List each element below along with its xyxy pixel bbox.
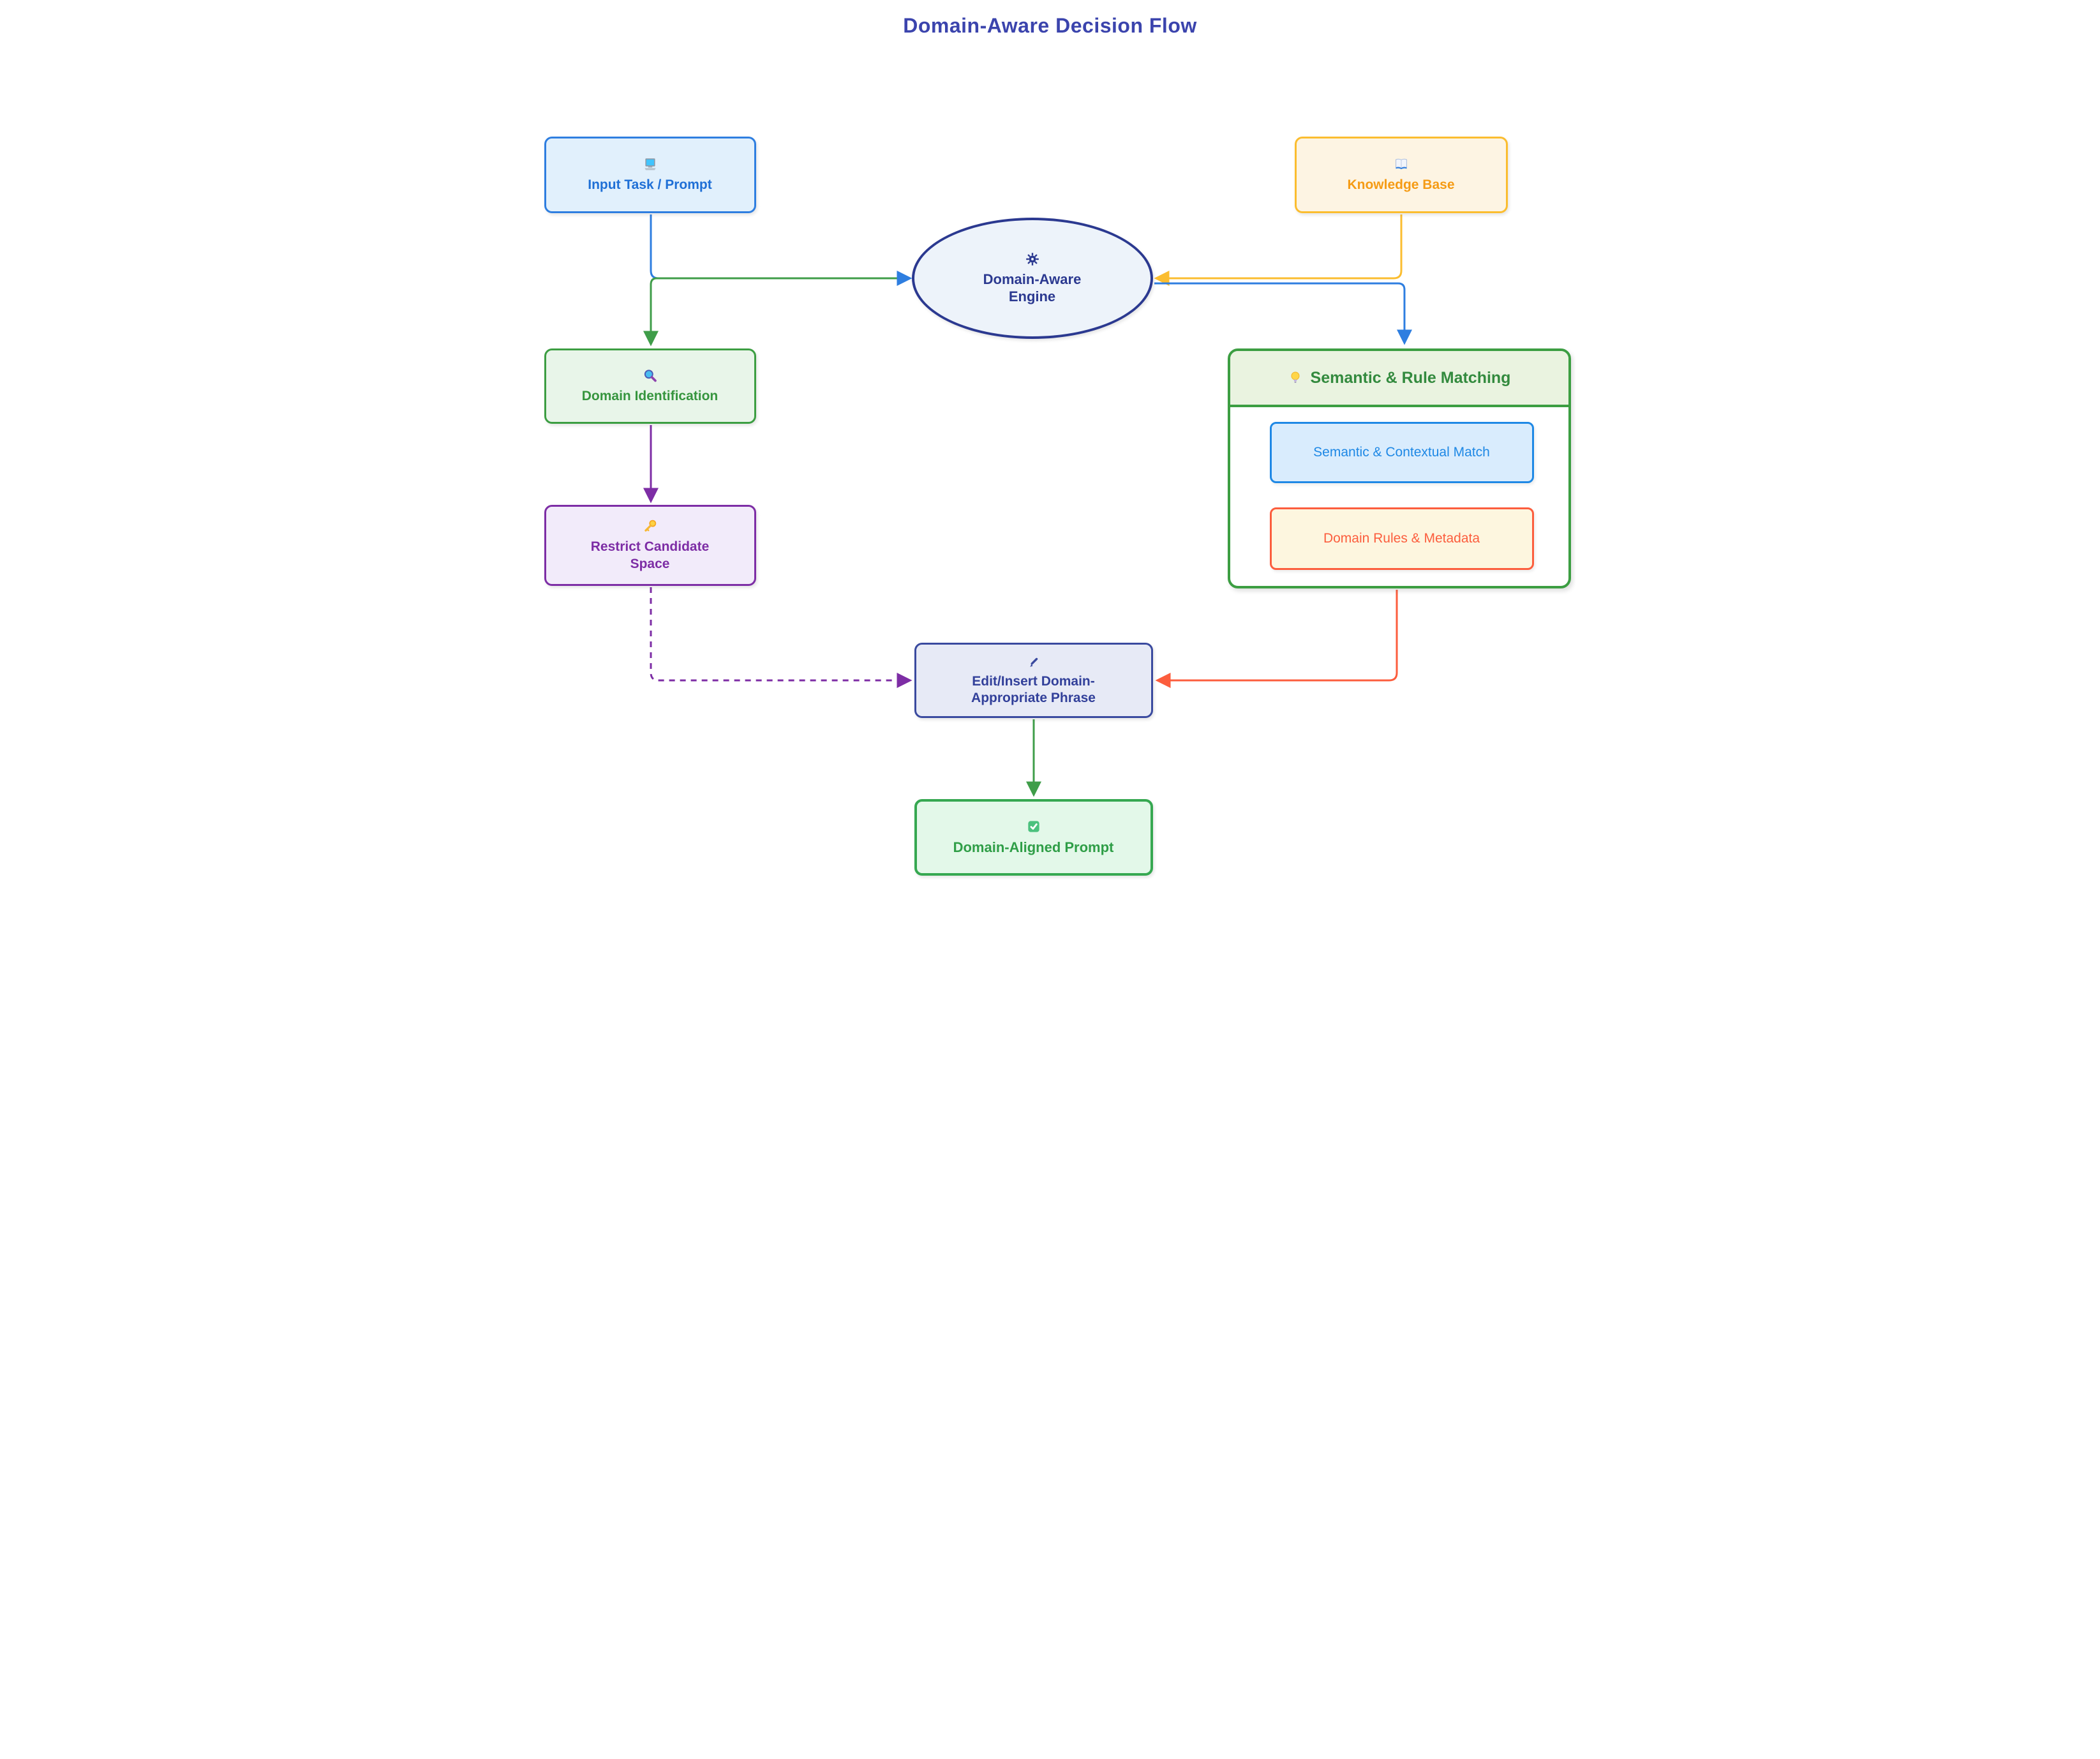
node-semantic-contextual-match: Semantic & Contextual Match (1269, 422, 1534, 483)
node-edit-insert-phrase: Edit/Insert Domain-Appropriate Phrase (914, 643, 1153, 718)
edge-restrict-to-edit-insert (650, 587, 912, 688)
node-domain-aligned-prompt: Domain-Aligned Prompt (914, 799, 1153, 876)
node-input-task: Input Task / Prompt (544, 137, 756, 213)
key-icon (642, 518, 659, 535)
node-label: Domain Rules & Metadata (1323, 531, 1480, 546)
gear-icon (1025, 251, 1040, 267)
edge-knowledge-base-to-engine (1154, 214, 1402, 286)
pencil-icon (1026, 654, 1041, 670)
container-semantic-rule-matching: Semantic & Rule Matching Semantic & Cont… (1227, 348, 1571, 588)
container-title: Semantic & Rule Matching (1310, 368, 1511, 387)
node-restrict-candidate-space: Restrict Candidate Space (544, 505, 756, 586)
node-label: Edit/Insert Domain-Appropriate Phrase (971, 673, 1096, 705)
flow-edges (643, 214, 1412, 797)
edge-engine-to-semantic-matching (1154, 282, 1412, 345)
node-label: Input Task / Prompt (588, 177, 712, 192)
node-domain-identification: Domain Identification (544, 348, 756, 424)
edge-input-stem (650, 214, 659, 280)
check-mark-icon (1025, 818, 1042, 835)
flowchart-canvas: Domain-Aware Decision Flow Input Task / … (525, 0, 1575, 880)
node-label: Knowledge Base (1347, 177, 1455, 192)
light-bulb-icon (1288, 370, 1303, 385)
edge-input-to-domain-identification (643, 277, 659, 347)
edge-semantic-matching-to-edit-insert (1155, 590, 1397, 688)
computer-icon (642, 156, 659, 173)
node-label: Semantic & Contextual Match (1313, 445, 1490, 460)
semantic-rule-matching-header: Semantic & Rule Matching (1230, 351, 1568, 407)
magnifying-glass-icon (642, 368, 659, 384)
node-label: Restrict Candidate Space (590, 539, 710, 571)
node-domain-aware-engine: Domain-Aware Engine (911, 218, 1153, 339)
node-knowledge-base: Knowledge Base (1294, 137, 1508, 213)
diagram-title: Domain-Aware Decision Flow (903, 14, 1197, 37)
node-label: Domain-Aware Engine (983, 271, 1082, 305)
open-book-icon (1393, 156, 1410, 173)
node-label: Domain Identification (581, 388, 719, 403)
node-domain-rules-metadata: Domain Rules & Metadata (1269, 507, 1534, 570)
node-label: Domain-Aligned Prompt (953, 839, 1114, 856)
